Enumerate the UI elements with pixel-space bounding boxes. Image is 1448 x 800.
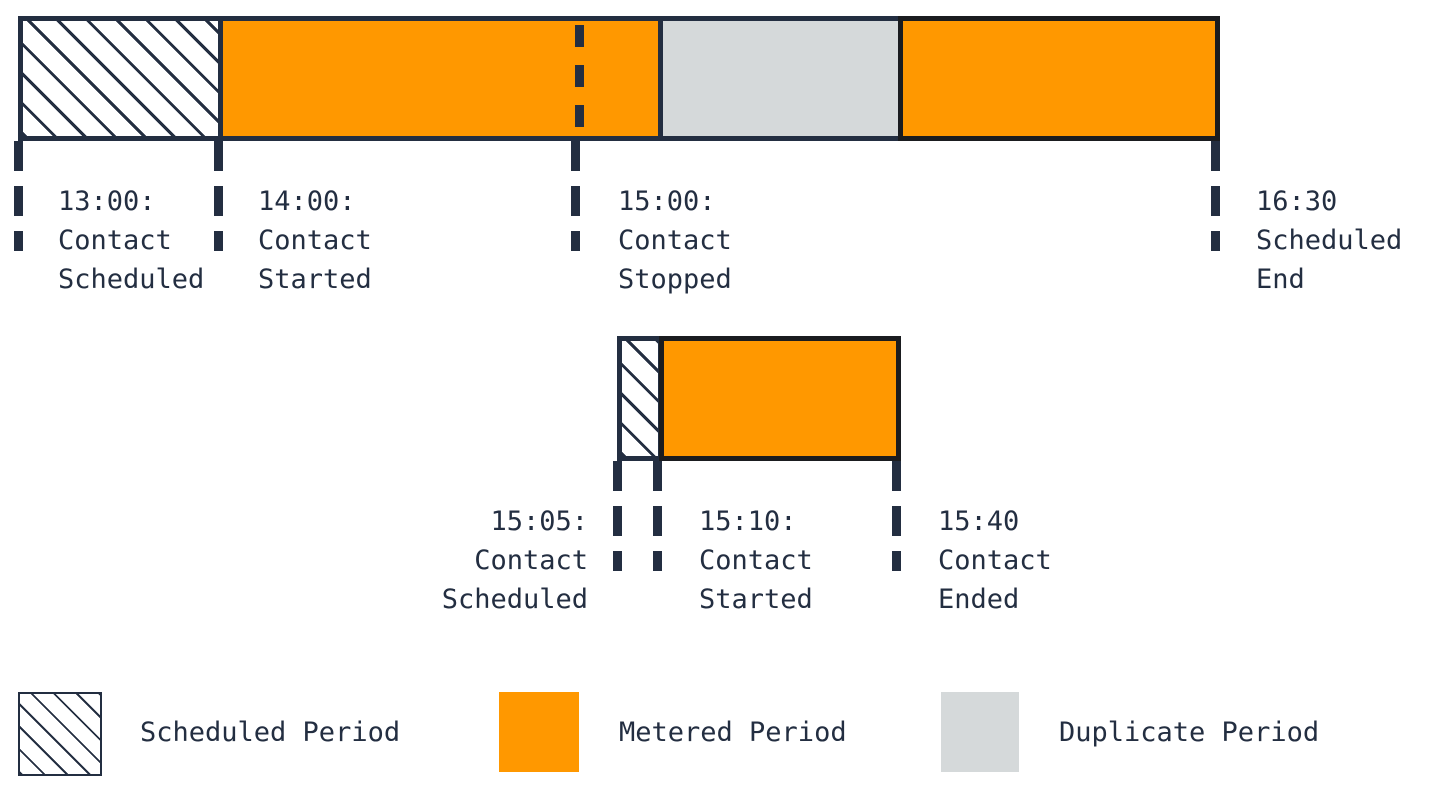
label-line-1: 13:00: — [58, 186, 156, 217]
label-1630-scheduled-end: 16:30 Scheduled End — [1256, 182, 1446, 299]
label-line-2: Contact — [474, 545, 588, 576]
segment-metered-1510-1540 — [659, 336, 901, 461]
label-1500-contact-stopped: 15:00: Contact Stopped — [618, 182, 808, 299]
label-line-3: End — [1256, 264, 1305, 295]
tick-1300 — [14, 141, 23, 251]
legend-label-metered-period: Metered Period — [619, 717, 847, 748]
label-line-2: Contact — [699, 545, 813, 576]
tick-1510 — [653, 461, 662, 571]
tick-1505 — [613, 461, 622, 571]
timeline-bar-primary — [18, 16, 1220, 141]
label-1300-contact-scheduled: 13:00: Contact Scheduled — [58, 182, 248, 299]
label-line-3: Ended — [938, 584, 1020, 615]
label-line-3: Started — [699, 584, 813, 615]
label-line-1: 15:10: — [699, 506, 797, 537]
label-1540-contact-ended: 15:40 Contact Ended — [938, 502, 1128, 619]
legend-label-scheduled-period: Scheduled Period — [140, 717, 401, 748]
legend-label-duplicate-period: Duplicate Period — [1059, 717, 1320, 748]
segment-metered-1400-1515 — [218, 16, 663, 141]
label-line-2: Contact — [58, 225, 172, 256]
label-line-3: Stopped — [618, 264, 732, 295]
label-1510-contact-started: 15:10: Contact Started — [699, 502, 889, 619]
contact-stopped-divider — [575, 25, 584, 132]
label-line-1: 16:30 — [1256, 186, 1338, 217]
label-line-2: Contact — [938, 545, 1052, 576]
label-line-3: Scheduled — [58, 264, 205, 295]
label-line-3: Scheduled — [441, 584, 588, 615]
label-line-2: Contact — [618, 225, 732, 256]
label-1505-contact-scheduled: 15:05: Contact Scheduled — [388, 502, 588, 619]
segment-metered-1540-1630 — [898, 16, 1220, 141]
tick-1540 — [892, 461, 901, 571]
tick-1500 — [571, 141, 580, 251]
legend: Scheduled Period Metered Period Duplicat… — [0, 690, 1448, 800]
label-line-2: Contact — [258, 225, 372, 256]
hatched-swatch — [18, 692, 102, 776]
label-line-1: 15:00: — [618, 186, 716, 217]
legend-item-metered-period: Metered Period — [499, 690, 899, 790]
tick-1630 — [1211, 141, 1220, 251]
segment-duplicate-1515-1540 — [658, 16, 903, 141]
label-line-1: 15:40 — [938, 506, 1020, 537]
segment-scheduled-1300-1400 — [18, 16, 223, 141]
segment-scheduled-1505-1510 — [617, 336, 663, 461]
legend-item-scheduled-period: Scheduled Period — [18, 690, 448, 790]
label-line-2: Scheduled — [1256, 225, 1403, 256]
label-line-1: 14:00: — [258, 186, 356, 217]
legend-item-duplicate-period: Duplicate Period — [941, 690, 1361, 790]
timeline-bar-duplicate — [617, 336, 901, 461]
label-line-1: 15:05: — [490, 506, 588, 537]
orange-swatch — [499, 692, 579, 772]
label-1400-contact-started: 14:00: Contact Started — [258, 182, 448, 299]
label-line-3: Started — [258, 264, 372, 295]
gray-swatch — [941, 692, 1019, 772]
tick-1400 — [214, 141, 223, 251]
